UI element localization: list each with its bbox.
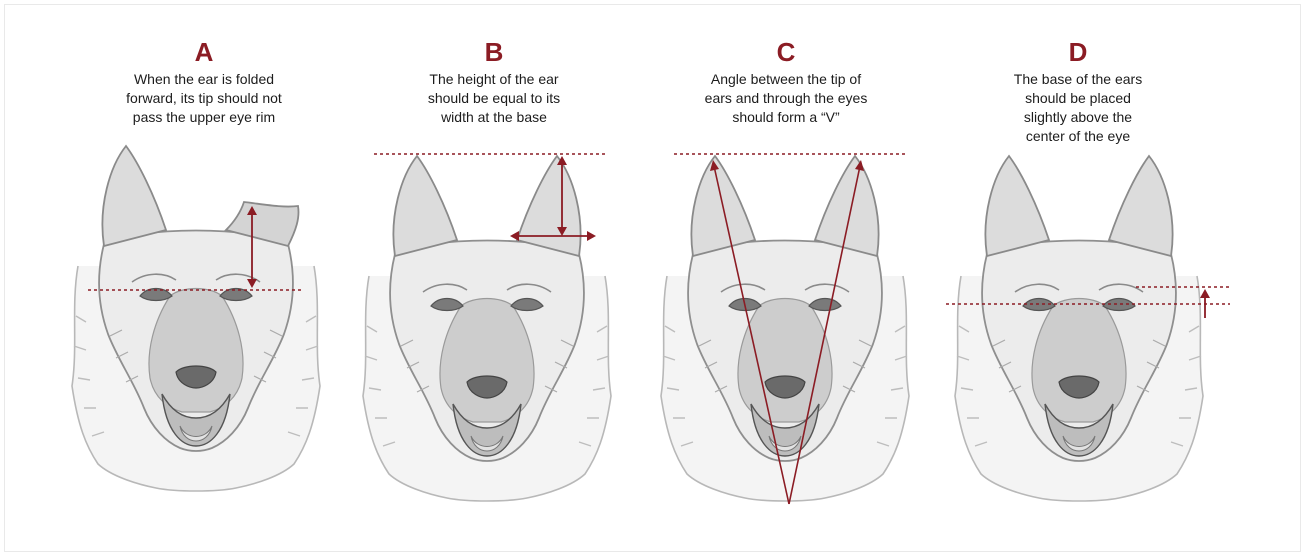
- panel-b-width-arrow-right: [587, 231, 596, 241]
- panel-a-dog-head: [72, 146, 320, 491]
- panel-d-dog-head: [955, 156, 1203, 501]
- panel-b-dog-head: [363, 156, 611, 501]
- panel-d-offset-arrow-head: [1200, 289, 1210, 298]
- panel-b-width-arrow-left: [510, 231, 519, 241]
- panel-c-dog-head: [661, 156, 909, 501]
